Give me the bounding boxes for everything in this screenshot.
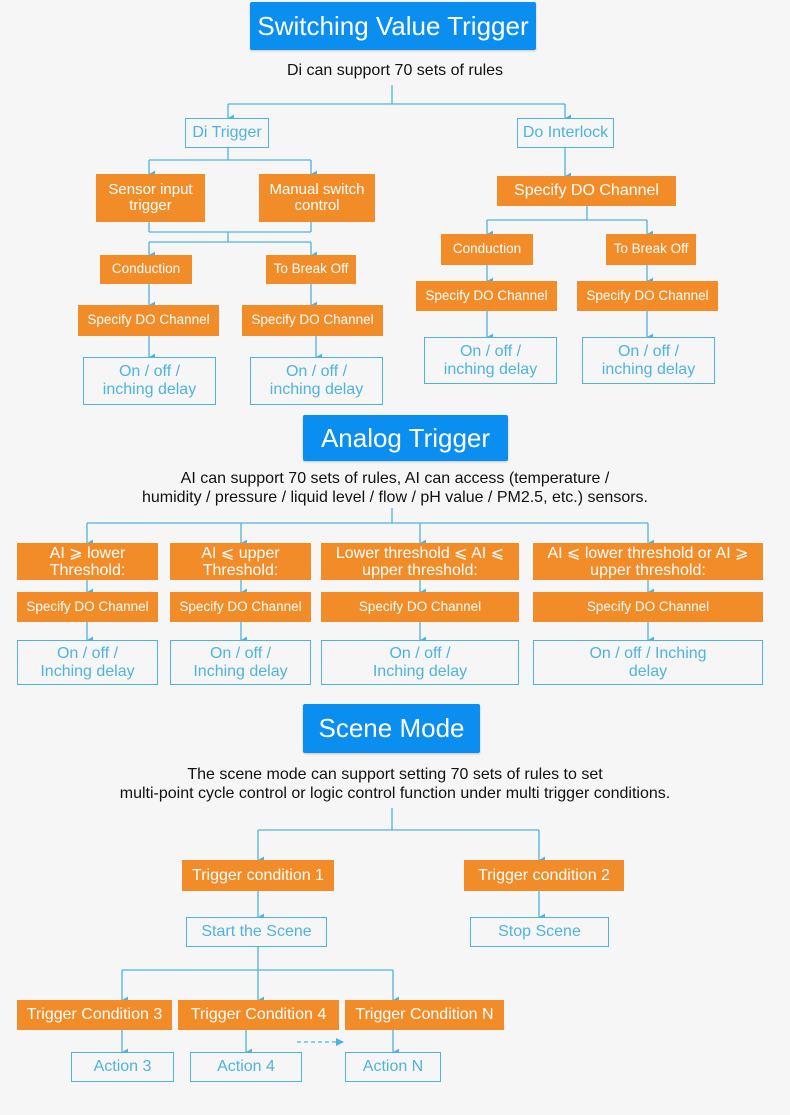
condition-box: AI ⩽ lower threshold or AI ⩾ upper thres… bbox=[533, 543, 763, 580]
manual-switch-box: Manual switch control bbox=[259, 174, 375, 222]
specify-do-box: Specify DO Channel bbox=[17, 592, 158, 622]
onoff-box: On / off / inching delay bbox=[250, 357, 383, 405]
scene-subtitle-2: multi-point cycle control or logic contr… bbox=[119, 785, 671, 802]
conduction-box: Conduction bbox=[441, 234, 533, 265]
scene-title: Scene Mode bbox=[303, 704, 480, 753]
condition-box: Lower threshold ⩽ AI ⩽ upper threshold: bbox=[321, 543, 519, 580]
onoff-box: On / off / inching delay bbox=[424, 337, 557, 384]
analog-subtitle-2: humidity / pressure / liquid level / flo… bbox=[142, 489, 648, 506]
switching-title: Switching Value Trigger bbox=[250, 2, 536, 50]
specify-do-box: Specify DO Channel bbox=[78, 305, 219, 336]
sensor-input-box: Sensor input trigger bbox=[96, 174, 205, 222]
onoff-box: On / off / Inching delay bbox=[170, 640, 311, 685]
action-3-box: Action 3 bbox=[71, 1052, 174, 1082]
onoff-box: On / off / Inching delay bbox=[533, 640, 763, 685]
specify-do-box: Specify DO Channel bbox=[242, 305, 383, 336]
specify-do-box: Specify DO Channel bbox=[170, 592, 311, 622]
specify-do-box: Specify DO Channel bbox=[497, 176, 676, 206]
break-off-box: To Break Off bbox=[266, 255, 356, 284]
specify-do-box: Specify DO Channel bbox=[416, 281, 557, 311]
analog-subtitle-1: AI can support 70 sets of rules, AI can … bbox=[180, 470, 610, 487]
trigger-condition-3: Trigger Condition 3 bbox=[17, 1000, 172, 1030]
action-n-box: Action N bbox=[345, 1052, 441, 1082]
condition-box: AI ⩾ lower Threshold: bbox=[17, 543, 158, 580]
specify-do-box: Specify DO Channel bbox=[533, 592, 763, 622]
trigger-condition-n: Trigger Condition N bbox=[345, 1000, 504, 1030]
start-scene-box: Start the Scene bbox=[186, 917, 327, 947]
analog-title: Analog Trigger bbox=[303, 415, 508, 461]
di-trigger-box: Di Trigger bbox=[185, 118, 269, 148]
specify-do-box: Specify DO Channel bbox=[577, 281, 718, 311]
scene-subtitle-1: The scene mode can support setting 70 se… bbox=[187, 766, 603, 783]
conduction-box: Conduction bbox=[100, 255, 192, 284]
onoff-box: On / off / Inching delay bbox=[321, 640, 519, 685]
condition-box: AI ⩽ upper Threshold: bbox=[170, 543, 311, 580]
trigger-condition-4: Trigger Condition 4 bbox=[178, 1000, 339, 1030]
action-4-box: Action 4 bbox=[190, 1052, 302, 1082]
onoff-box: On / off / inching delay bbox=[83, 357, 216, 405]
specify-do-box: Specify DO Channel bbox=[321, 592, 519, 622]
stop-scene-box: Stop Scene bbox=[470, 917, 609, 947]
break-off-box: To Break Off bbox=[606, 234, 696, 265]
switching-subtitle: Di can support 70 sets of rules bbox=[286, 62, 504, 79]
trigger-condition-1: Trigger condition 1 bbox=[182, 860, 334, 891]
do-interlock-box: Do Interlock bbox=[517, 118, 614, 148]
onoff-box: On / off / inching delay bbox=[582, 337, 715, 384]
trigger-condition-2: Trigger condition 2 bbox=[464, 860, 624, 891]
onoff-box: On / off / Inching delay bbox=[17, 640, 158, 685]
